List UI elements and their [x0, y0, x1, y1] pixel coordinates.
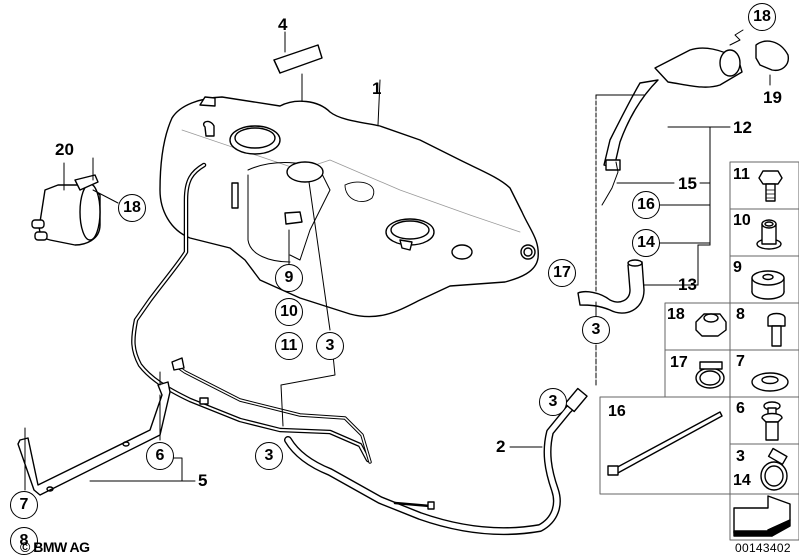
- vent-line-part: [131, 162, 372, 464]
- label-pad-part: [273, 31, 323, 109]
- table-label-10: 10: [733, 212, 751, 229]
- fuel-tank-part: [159, 79, 539, 318]
- circle-3-lower: 3: [255, 442, 283, 470]
- hose-part: [577, 259, 645, 386]
- table-label-6: 6: [736, 400, 745, 417]
- label-4: 4: [278, 15, 288, 34]
- circle-3-tank: 3: [316, 332, 344, 360]
- table-label-11: 11: [733, 166, 750, 183]
- circle-6: 6: [146, 442, 174, 470]
- table-label-3: 3: [736, 448, 745, 465]
- rubber-mount-icon: [751, 270, 785, 300]
- label-19: 19: [763, 88, 782, 107]
- circle-17: 17: [548, 259, 576, 287]
- label-15: 15: [678, 174, 697, 193]
- label-1: 1: [372, 79, 382, 98]
- hex-bolt-icon: [758, 170, 783, 202]
- table-label-18: 18: [667, 306, 685, 323]
- expanding-rivet-icon: [761, 401, 783, 441]
- label-2: 2: [496, 437, 506, 456]
- direction-arrow-icon: [733, 495, 791, 537]
- filler-neck-part: [595, 29, 789, 301]
- circle-9: 9: [275, 264, 303, 292]
- hose-clamp-icon: [695, 361, 725, 389]
- hose-clamp-icon-2: [760, 447, 788, 491]
- hex-nut-icon: [695, 313, 727, 337]
- circle-11: 11: [275, 332, 303, 360]
- washer-icon: [751, 372, 789, 392]
- table-label-8: 8: [736, 306, 745, 323]
- label-5: 5: [198, 471, 208, 490]
- parts-table-grid: [599, 161, 799, 541]
- leader-lines: [280, 181, 336, 427]
- circle-14: 14: [632, 229, 660, 257]
- label-20: 20: [55, 140, 74, 159]
- circle-3-filler: 3: [539, 388, 567, 416]
- table-label-7: 7: [736, 353, 745, 370]
- circle-3-hose: 3: [582, 316, 610, 344]
- circle-18-pump: 18: [118, 194, 146, 222]
- label-13: 13: [678, 275, 697, 294]
- circle-16: 16: [632, 191, 660, 219]
- table-label-17: 17: [670, 354, 688, 371]
- fuel-pump-part: [31, 157, 119, 246]
- bushing-icon: [756, 219, 782, 250]
- circle-8: 8: [10, 527, 38, 555]
- label-12: 12: [733, 118, 752, 137]
- circle-7: 7: [10, 491, 38, 519]
- filler-line-part: [284, 387, 588, 536]
- table-label-16: 16: [608, 403, 626, 420]
- bracket-part: [17, 371, 196, 496]
- document-number: 00143402: [735, 541, 791, 555]
- table-label-14: 14: [733, 472, 751, 489]
- circle-10: 10: [275, 298, 303, 326]
- cable-tie-icon: [607, 411, 723, 476]
- table-label-9: 9: [733, 259, 742, 276]
- collar-screw-icon: [767, 312, 786, 347]
- circle-18-top: 18: [748, 3, 776, 31]
- copyright-text: © BMW AG: [20, 539, 90, 555]
